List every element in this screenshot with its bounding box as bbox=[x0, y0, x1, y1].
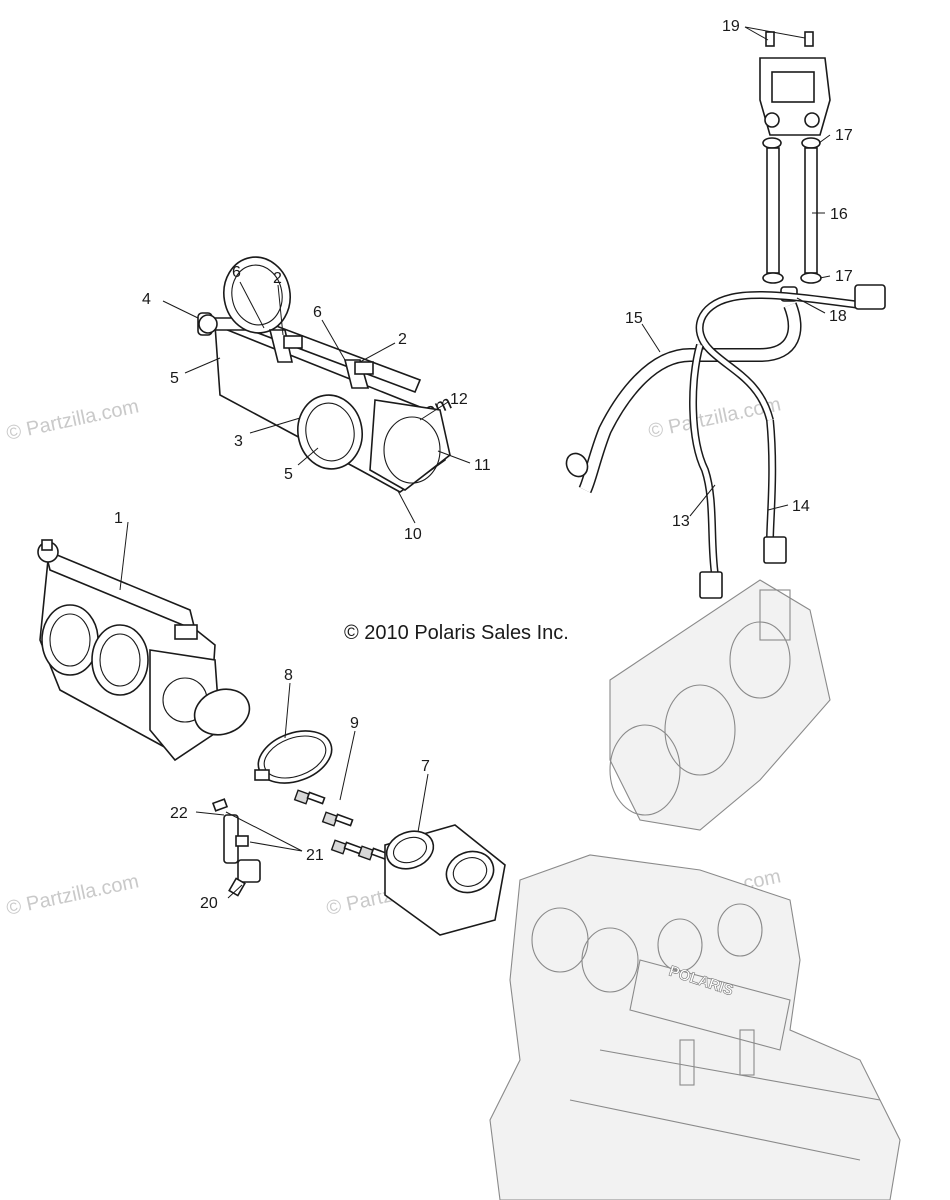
callout-20: 20 bbox=[200, 895, 218, 912]
callout-5-lower: 5 bbox=[284, 466, 293, 483]
callout-15: 15 bbox=[625, 310, 643, 327]
wire-harness-parts bbox=[689, 284, 886, 599]
callout-9: 9 bbox=[350, 715, 359, 732]
clamp-part-8 bbox=[193, 688, 333, 784]
leader-lines bbox=[119, 26, 831, 899]
callout-3: 3 bbox=[234, 433, 243, 450]
callout-2-upper: 2 bbox=[273, 270, 282, 287]
watermark-2: © Partzilla.com bbox=[4, 870, 140, 920]
callout-14: 14 bbox=[792, 498, 810, 515]
callout-10: 10 bbox=[404, 526, 422, 543]
watermark-1: © Partzilla.com bbox=[4, 395, 140, 445]
callout-7: 7 bbox=[421, 758, 430, 775]
callout-5-upper: 5 bbox=[170, 370, 179, 387]
callout-8: 8 bbox=[284, 667, 293, 684]
throttle-body-assembly bbox=[37, 539, 221, 762]
fuel-hose-part-15 bbox=[565, 302, 802, 494]
callout-11: 11 bbox=[474, 457, 491, 474]
callout-21: 21 bbox=[306, 847, 324, 864]
callout-18: 18 bbox=[829, 308, 847, 325]
engine-outline-upper bbox=[609, 579, 831, 831]
callout-1: 1 bbox=[114, 510, 123, 527]
screws-part-9 bbox=[293, 789, 390, 861]
callouts: 1 2 2 3 4 5 5 6 6 7 8 9 10 11 12 13 14 1… bbox=[114, 18, 853, 912]
callout-6-left: 6 bbox=[232, 264, 241, 281]
callout-13: 13 bbox=[672, 513, 690, 530]
vent-hose-parts bbox=[211, 798, 261, 897]
engine-outline-lower: POLARIS bbox=[489, 854, 901, 1200]
throttle-body-exploded bbox=[197, 256, 451, 493]
copyright-text: © 2010 Polaris Sales Inc. bbox=[344, 622, 569, 644]
callout-4: 4 bbox=[142, 291, 151, 308]
callout-2-right: 2 bbox=[398, 331, 407, 348]
callout-22: 22 bbox=[170, 805, 188, 822]
callout-6-right: 6 bbox=[313, 304, 322, 321]
intake-boot-part-7 bbox=[384, 824, 506, 936]
callout-19: 19 bbox=[722, 18, 740, 35]
callout-16: 16 bbox=[830, 206, 848, 223]
callout-12: 12 bbox=[450, 391, 468, 408]
fuel-regulator-assembly bbox=[759, 31, 831, 302]
callout-17-upper: 17 bbox=[835, 127, 853, 144]
callout-17-lower: 17 bbox=[835, 268, 853, 285]
